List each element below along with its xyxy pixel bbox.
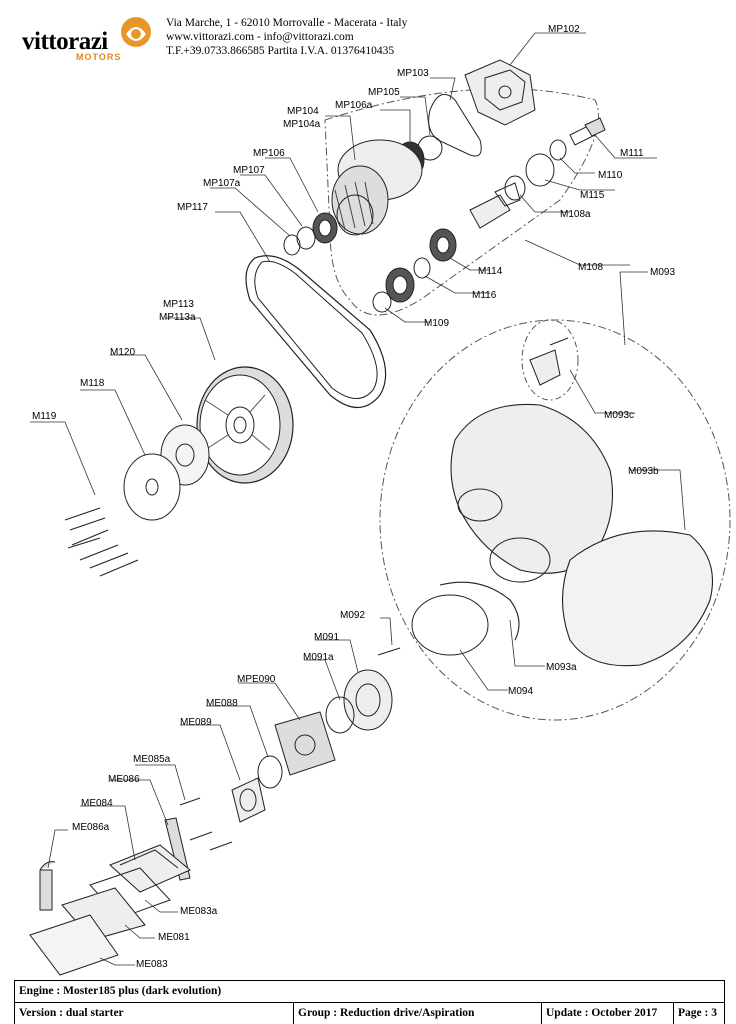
label-m120: M120 — [110, 347, 135, 358]
label-me085a: ME085a — [133, 754, 171, 765]
label-me089: ME089 — [180, 717, 212, 728]
me089-spacer-part — [231, 777, 266, 823]
m091-flange-part — [343, 669, 393, 731]
m093a-ring-part — [489, 537, 551, 583]
label-me084: ME084 — [81, 798, 113, 809]
airbox-group-outline — [379, 319, 731, 721]
label-m092: M092 — [340, 610, 365, 621]
label-mp106: MP106 — [253, 148, 285, 159]
m094-clamp-part — [411, 581, 520, 656]
mp107-ring-part — [296, 226, 316, 250]
company-web: www.vittorazi.com - info@vittorazi.com — [166, 31, 354, 43]
label-m109: M109 — [424, 318, 449, 329]
m108a-oring-part — [504, 175, 526, 201]
me084-reed-block-part — [109, 844, 191, 893]
company-phone: T.F.+39.0733.866585 Partita I.V.A. 01376… — [166, 45, 395, 57]
footer-version: Version : dual starter — [19, 1007, 124, 1019]
m119-bolts-part — [64, 507, 139, 577]
label-mp102: MP102 — [548, 24, 580, 35]
m116-ring-part — [413, 257, 431, 279]
footer-group: Group : Reduction drive/Aspiration — [293, 1003, 541, 1024]
footer-update: Update : October 2017 — [541, 1003, 673, 1024]
m109-bearing-part — [385, 267, 415, 303]
label-mp113: MP113 — [163, 299, 194, 310]
label-mp103: MP103 — [397, 68, 429, 79]
m091a-gasket-part — [325, 696, 355, 734]
m108-shaft-part — [469, 182, 521, 229]
label-m110: M110 — [598, 170, 623, 181]
label-me081: ME081 — [158, 932, 190, 943]
exploded-view-diagram: MP102 MP103 MP105 MP106a MP104 MP104a MP… — [29, 24, 731, 976]
label-m093c: M093c — [604, 410, 634, 421]
footer-title-block: Engine : Moster185 plus (dark evolution)… — [14, 980, 725, 1024]
label-m093: M093 — [650, 267, 675, 278]
label-me088: ME088 — [206, 698, 238, 709]
title-block: vittorazi MOTORS Via Marche, 1 - 62010 M… — [0, 0, 736, 70]
label-m115: M115 — [580, 190, 605, 201]
label-mp104: MP104 — [287, 106, 319, 117]
label-mp107a: MP107a — [203, 178, 241, 189]
m110-washer-part — [549, 139, 567, 161]
me088-gasket-part — [257, 755, 283, 789]
label-mp105: MP105 — [368, 87, 400, 98]
label-m116: M116 — [472, 290, 497, 301]
label-m119: M119 — [32, 411, 57, 422]
company-logo: vittorazi — [22, 28, 108, 55]
me083-gasket-part — [29, 914, 119, 976]
label-m091a: M091a — [303, 652, 334, 663]
mp103-spring-part — [428, 93, 482, 157]
m092-bolt-part — [377, 647, 401, 656]
label-mp113a: MP113a — [159, 312, 196, 323]
me086a-pipe-part — [39, 861, 56, 911]
company-address-block: Via Marche, 1 - 62010 Morrovalle - Macer… — [166, 16, 407, 58]
m114-bearing-part — [429, 228, 457, 262]
label-m094: M094 — [508, 686, 533, 697]
m118-plate-part — [123, 453, 181, 521]
mpe090-carburetor-part — [274, 711, 336, 776]
footer-engine: Engine : Moster185 plus (dark evolution) — [19, 985, 222, 997]
footer-row-engine: Engine : Moster185 plus (dark evolution) — [15, 981, 724, 1003]
label-mpe090: MPE090 — [237, 674, 276, 685]
label-mp117: MP117 — [177, 202, 208, 213]
label-m118: M118 — [80, 378, 105, 389]
label-m108a: M108a — [560, 209, 591, 220]
m109-ring-part — [372, 291, 392, 313]
label-mp104a: MP104a — [283, 119, 321, 130]
m093c-clip-part — [529, 337, 569, 386]
mp102-starter-part — [464, 59, 536, 126]
mp107a-ring-part — [283, 234, 301, 256]
label-me086a: ME086a — [72, 822, 110, 833]
leader-lines — [30, 32, 686, 966]
label-mp106a: MP106a — [335, 100, 373, 111]
mp106-bearing-part — [312, 212, 338, 244]
label-me083: ME083 — [136, 959, 168, 970]
company-address: Via Marche, 1 - 62010 Morrovalle - Macer… — [166, 17, 408, 29]
company-logo-sub: MOTORS — [76, 52, 122, 62]
airbox-clip-outline — [521, 319, 579, 401]
label-m093b: M093b — [628, 466, 659, 477]
mp117-belt-inner — [254, 260, 378, 399]
footer-page: Page : 3 — [673, 1003, 726, 1024]
m093b-filter-part — [561, 530, 714, 667]
label-me083a: ME083a — [180, 906, 218, 917]
label-m111: M111 — [620, 148, 644, 159]
label-m093a: M093a — [546, 662, 577, 673]
label-m114: M114 — [478, 266, 503, 277]
label-me086: ME086 — [108, 774, 140, 785]
label-mp107: MP107 — [233, 165, 265, 176]
mp113-big-pulley-part — [196, 366, 294, 484]
label-m108: M108 — [578, 262, 603, 273]
footer-row-details: Version : dual starter Group : Reduction… — [15, 1003, 724, 1024]
m115-circlip-part — [525, 153, 555, 187]
mp117-belt-part — [245, 255, 387, 408]
me085a-bolts-part — [179, 797, 233, 851]
mp104-pulley-part — [331, 139, 423, 236]
m093-airbox-part — [450, 403, 613, 574]
logo-emblem-icon — [121, 17, 151, 47]
label-m091: M091 — [314, 632, 339, 643]
